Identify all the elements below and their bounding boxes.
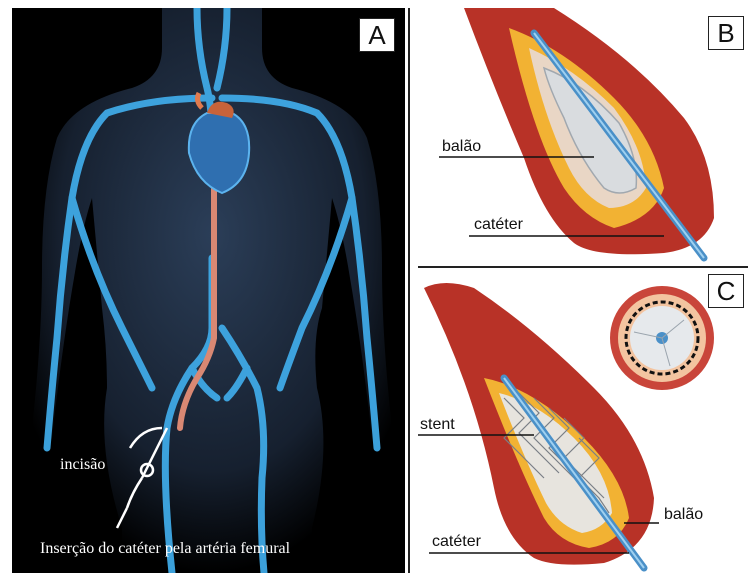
catheter-label: catéter [432,533,481,551]
artery-stent-illustration [414,268,750,573]
balloon-label: balão [664,506,703,524]
panel-c-stent-illustration: C stent balão catéter [414,268,750,573]
panel-b-balloon-illustration: B balão catéter [414,8,750,266]
catheter-label: catéter [474,216,523,234]
stent-label: stent [420,416,455,434]
vertical-divider [408,8,410,573]
incision-label: incisão [60,456,105,474]
panel-a-caption: Inserção do catéter pela artéria femural [40,540,290,558]
panel-a-body-illustration: A incisão Inserção do catéter pela artér… [12,8,405,573]
panel-c-letter: C [708,274,744,308]
balloon-label: balão [442,138,481,156]
panel-b-letter: B [708,16,744,50]
body-vessels-illustration [12,8,405,573]
panel-a-letter: A [359,18,395,52]
cross-section-inset [610,286,714,390]
artery-balloon-illustration [414,8,750,266]
